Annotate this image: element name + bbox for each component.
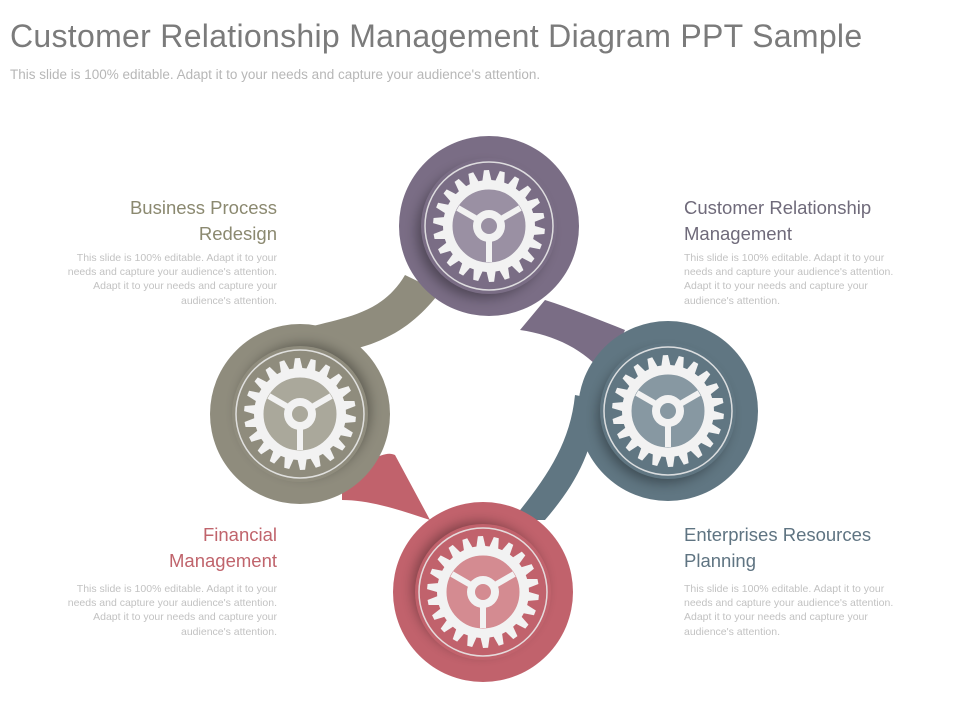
body-customer-relationship: This slide is 100% editable. Adapt it to… — [684, 252, 894, 307]
node-customer-relationship — [399, 136, 579, 316]
slide-title: Customer Relationship Management Diagram… — [10, 18, 863, 54]
gear-icon — [427, 536, 539, 648]
node-enterprises-resources — [578, 321, 758, 501]
connector-slate-rose — [512, 395, 600, 520]
node-business-process — [210, 324, 390, 504]
gear-icon — [433, 170, 545, 282]
body-business-process: This slide is 100% editable. Adapt it to… — [67, 252, 277, 307]
body-enterprises-resources: This slide is 100% editable. Adapt it to… — [684, 583, 894, 638]
node-financial-management — [393, 502, 573, 682]
gear-icon — [244, 358, 356, 470]
slide-subtitle: This slide is 100% editable. Adapt it to… — [10, 67, 541, 82]
body-financial-management: This slide is 100% editable. Adapt it to… — [67, 583, 277, 638]
heading-business-process: Business Process Redesign — [129, 197, 277, 244]
gear-icon — [612, 355, 724, 467]
heading-enterprises-resources: Enterprises Resources Planning — [684, 524, 872, 571]
heading-financial-management: Financial Management — [169, 524, 277, 571]
heading-customer-relationship: Customer Relationship Management — [684, 197, 872, 244]
